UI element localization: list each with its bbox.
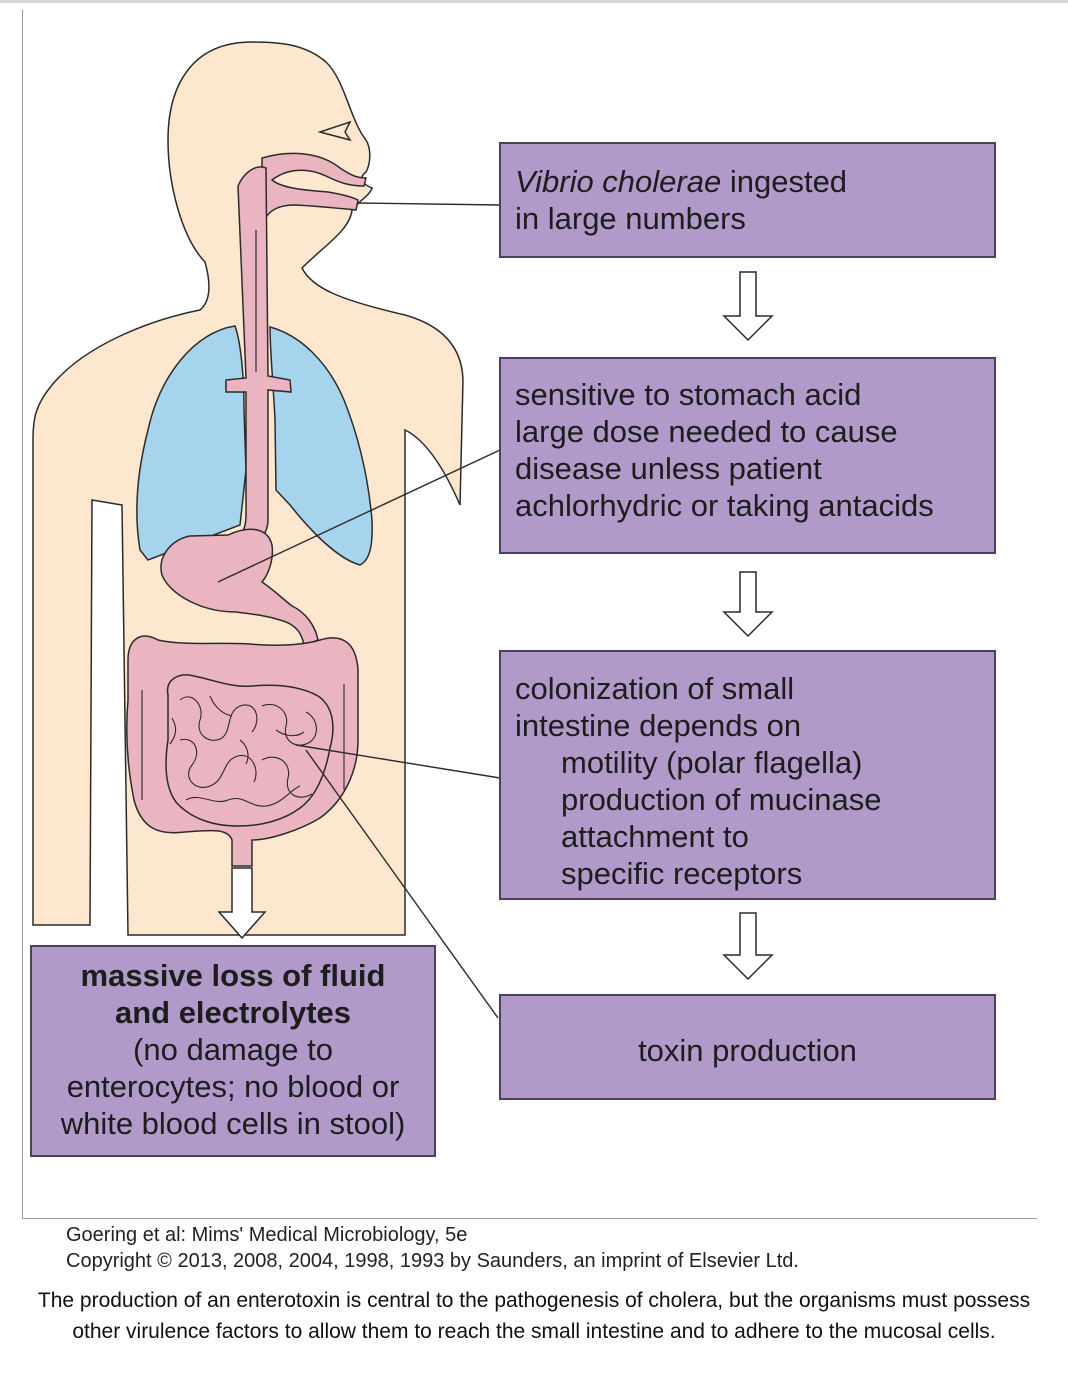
acid-line: large dose needed to cause [515, 413, 994, 450]
box-colonization: colonization of small intestine depends … [499, 650, 996, 900]
organism-name: Vibrio cholerae [515, 164, 721, 199]
acid-line: sensitive to stomach acid [515, 376, 994, 413]
source-citation: Goering et al: Mims' Medical Microbiolog… [66, 1222, 799, 1248]
box-ingested: Vibrio cholerae ingested in large number… [499, 142, 996, 258]
flow-arrow-1 [724, 272, 772, 340]
figure-caption: The production of an enterotoxin is cent… [14, 1285, 1054, 1347]
flow-arrow-3 [724, 913, 772, 979]
colonization-subline: motility (polar flagella) [515, 744, 994, 781]
colonization-subline: attachment to [515, 818, 994, 855]
flow-arrow-2 [724, 572, 772, 636]
copyright-line: Copyright © 2013, 2008, 2004, 1998, 1993… [66, 1248, 799, 1274]
leader-mouth [358, 203, 500, 205]
ingested-suffix: ingested [721, 164, 847, 199]
acid-line: achlorhydric or taking antacids [515, 487, 994, 524]
outcome-line: enterocytes; no blood or [32, 1068, 434, 1105]
source-credit: Goering et al: Mims' Medical Microbiolog… [66, 1222, 799, 1274]
box-stomach-acid: sensitive to stomach acid large dose nee… [499, 357, 996, 554]
ingested-line-2: in large numbers [515, 200, 994, 237]
ingested-line-1: Vibrio cholerae ingested [515, 163, 994, 200]
box-fluid-loss: massive loss of fluid and electrolytes (… [30, 945, 436, 1157]
outcome-bold-line: and electrolytes [32, 994, 434, 1031]
acid-line: disease unless patient [515, 450, 994, 487]
toxin-text: toxin production [501, 1032, 994, 1069]
outcome-line: white blood cells in stool) [32, 1105, 434, 1142]
colonization-line: colonization of small [515, 670, 994, 707]
outcome-bold-line: massive loss of fluid [32, 957, 434, 994]
box-toxin-production: toxin production [499, 994, 996, 1100]
colonization-subline: specific receptors [515, 855, 994, 892]
colonization-subline: production of mucinase [515, 781, 994, 818]
outcome-line: (no damage to [32, 1031, 434, 1068]
colonization-line: intestine depends on [515, 707, 994, 744]
